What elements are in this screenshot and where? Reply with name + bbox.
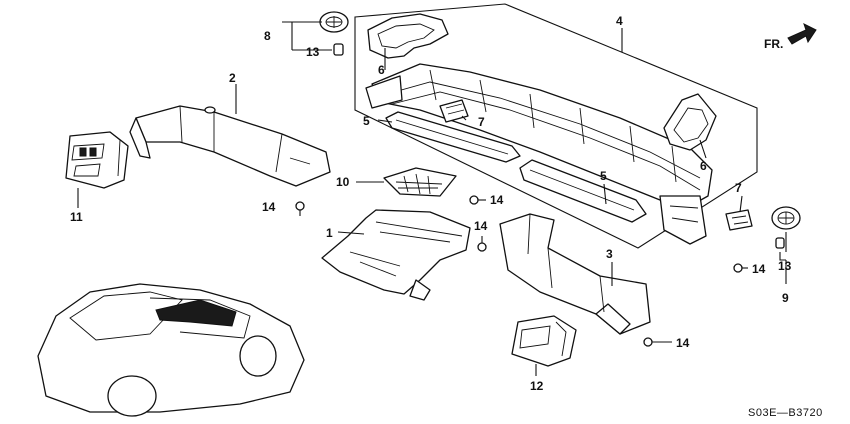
part-13-clip-right xyxy=(775,237,785,249)
callout-14-c: 14 xyxy=(474,219,488,233)
callout-10: 10 xyxy=(336,175,350,189)
part-10-grille xyxy=(383,167,457,197)
callout-14-e: 14 xyxy=(676,336,690,350)
part-9-side-vent-right xyxy=(771,206,801,230)
part-2-left-duct xyxy=(129,105,331,187)
part-5-seal-right xyxy=(519,159,647,223)
callout-5-right: 5 xyxy=(600,169,607,183)
callout-1: 1 xyxy=(326,226,333,240)
callout-11: 11 xyxy=(70,210,83,224)
car-location-inset xyxy=(37,283,305,417)
part-4-outline xyxy=(354,3,758,249)
callout-2: 2 xyxy=(229,71,236,85)
part-12-lower-vent xyxy=(511,315,577,367)
part-7-grille-right xyxy=(725,209,753,231)
callout-9: 9 xyxy=(782,291,789,305)
part-6-gasket-upper xyxy=(367,13,449,59)
part-4-dash-duct xyxy=(365,63,713,245)
callout-5-left: 5 xyxy=(363,114,370,128)
callout-7-right: 7 xyxy=(735,181,742,195)
callout-4: 4 xyxy=(616,14,623,28)
part-14-screw-d xyxy=(733,263,748,273)
part-8-side-vent-top xyxy=(319,11,349,33)
part-13-clip-top xyxy=(333,43,344,56)
part-14-screw-e xyxy=(643,337,672,347)
part-14-screw-b xyxy=(469,195,486,205)
svg-text:FR.: FR. xyxy=(764,37,783,51)
callout-14-a: 14 xyxy=(262,200,276,214)
part-14-screw-c xyxy=(477,236,487,252)
part-6-gasket-right xyxy=(663,93,717,151)
part-1-heater-duct xyxy=(321,209,471,301)
callout-8: 8 xyxy=(264,29,271,43)
callout-6-right: 6 xyxy=(700,159,707,173)
callout-12: 12 xyxy=(530,379,544,393)
callout-7-left: 7 xyxy=(478,115,485,129)
leader-lines xyxy=(77,21,787,376)
callout-14-b: 14 xyxy=(490,193,504,207)
part-3-right-duct xyxy=(499,213,651,335)
part-11-center-vent xyxy=(65,131,129,189)
callout-13-right: 13 xyxy=(778,259,792,273)
callout-14-d: 14 xyxy=(752,262,766,276)
diagram-code: S03E—B3720 xyxy=(748,407,823,419)
callout-3: 3 xyxy=(606,247,613,261)
callouts: 8 13 2 6 4 5 7 6 5 7 10 14 14 14 1 11 3 … xyxy=(70,14,792,393)
callout-13-top: 13 xyxy=(306,45,320,59)
part-14-screw-a xyxy=(295,201,305,216)
callout-6-upper: 6 xyxy=(378,63,385,77)
part-7-grille-left xyxy=(439,99,469,123)
front-direction-indicator: FR. xyxy=(764,23,817,51)
